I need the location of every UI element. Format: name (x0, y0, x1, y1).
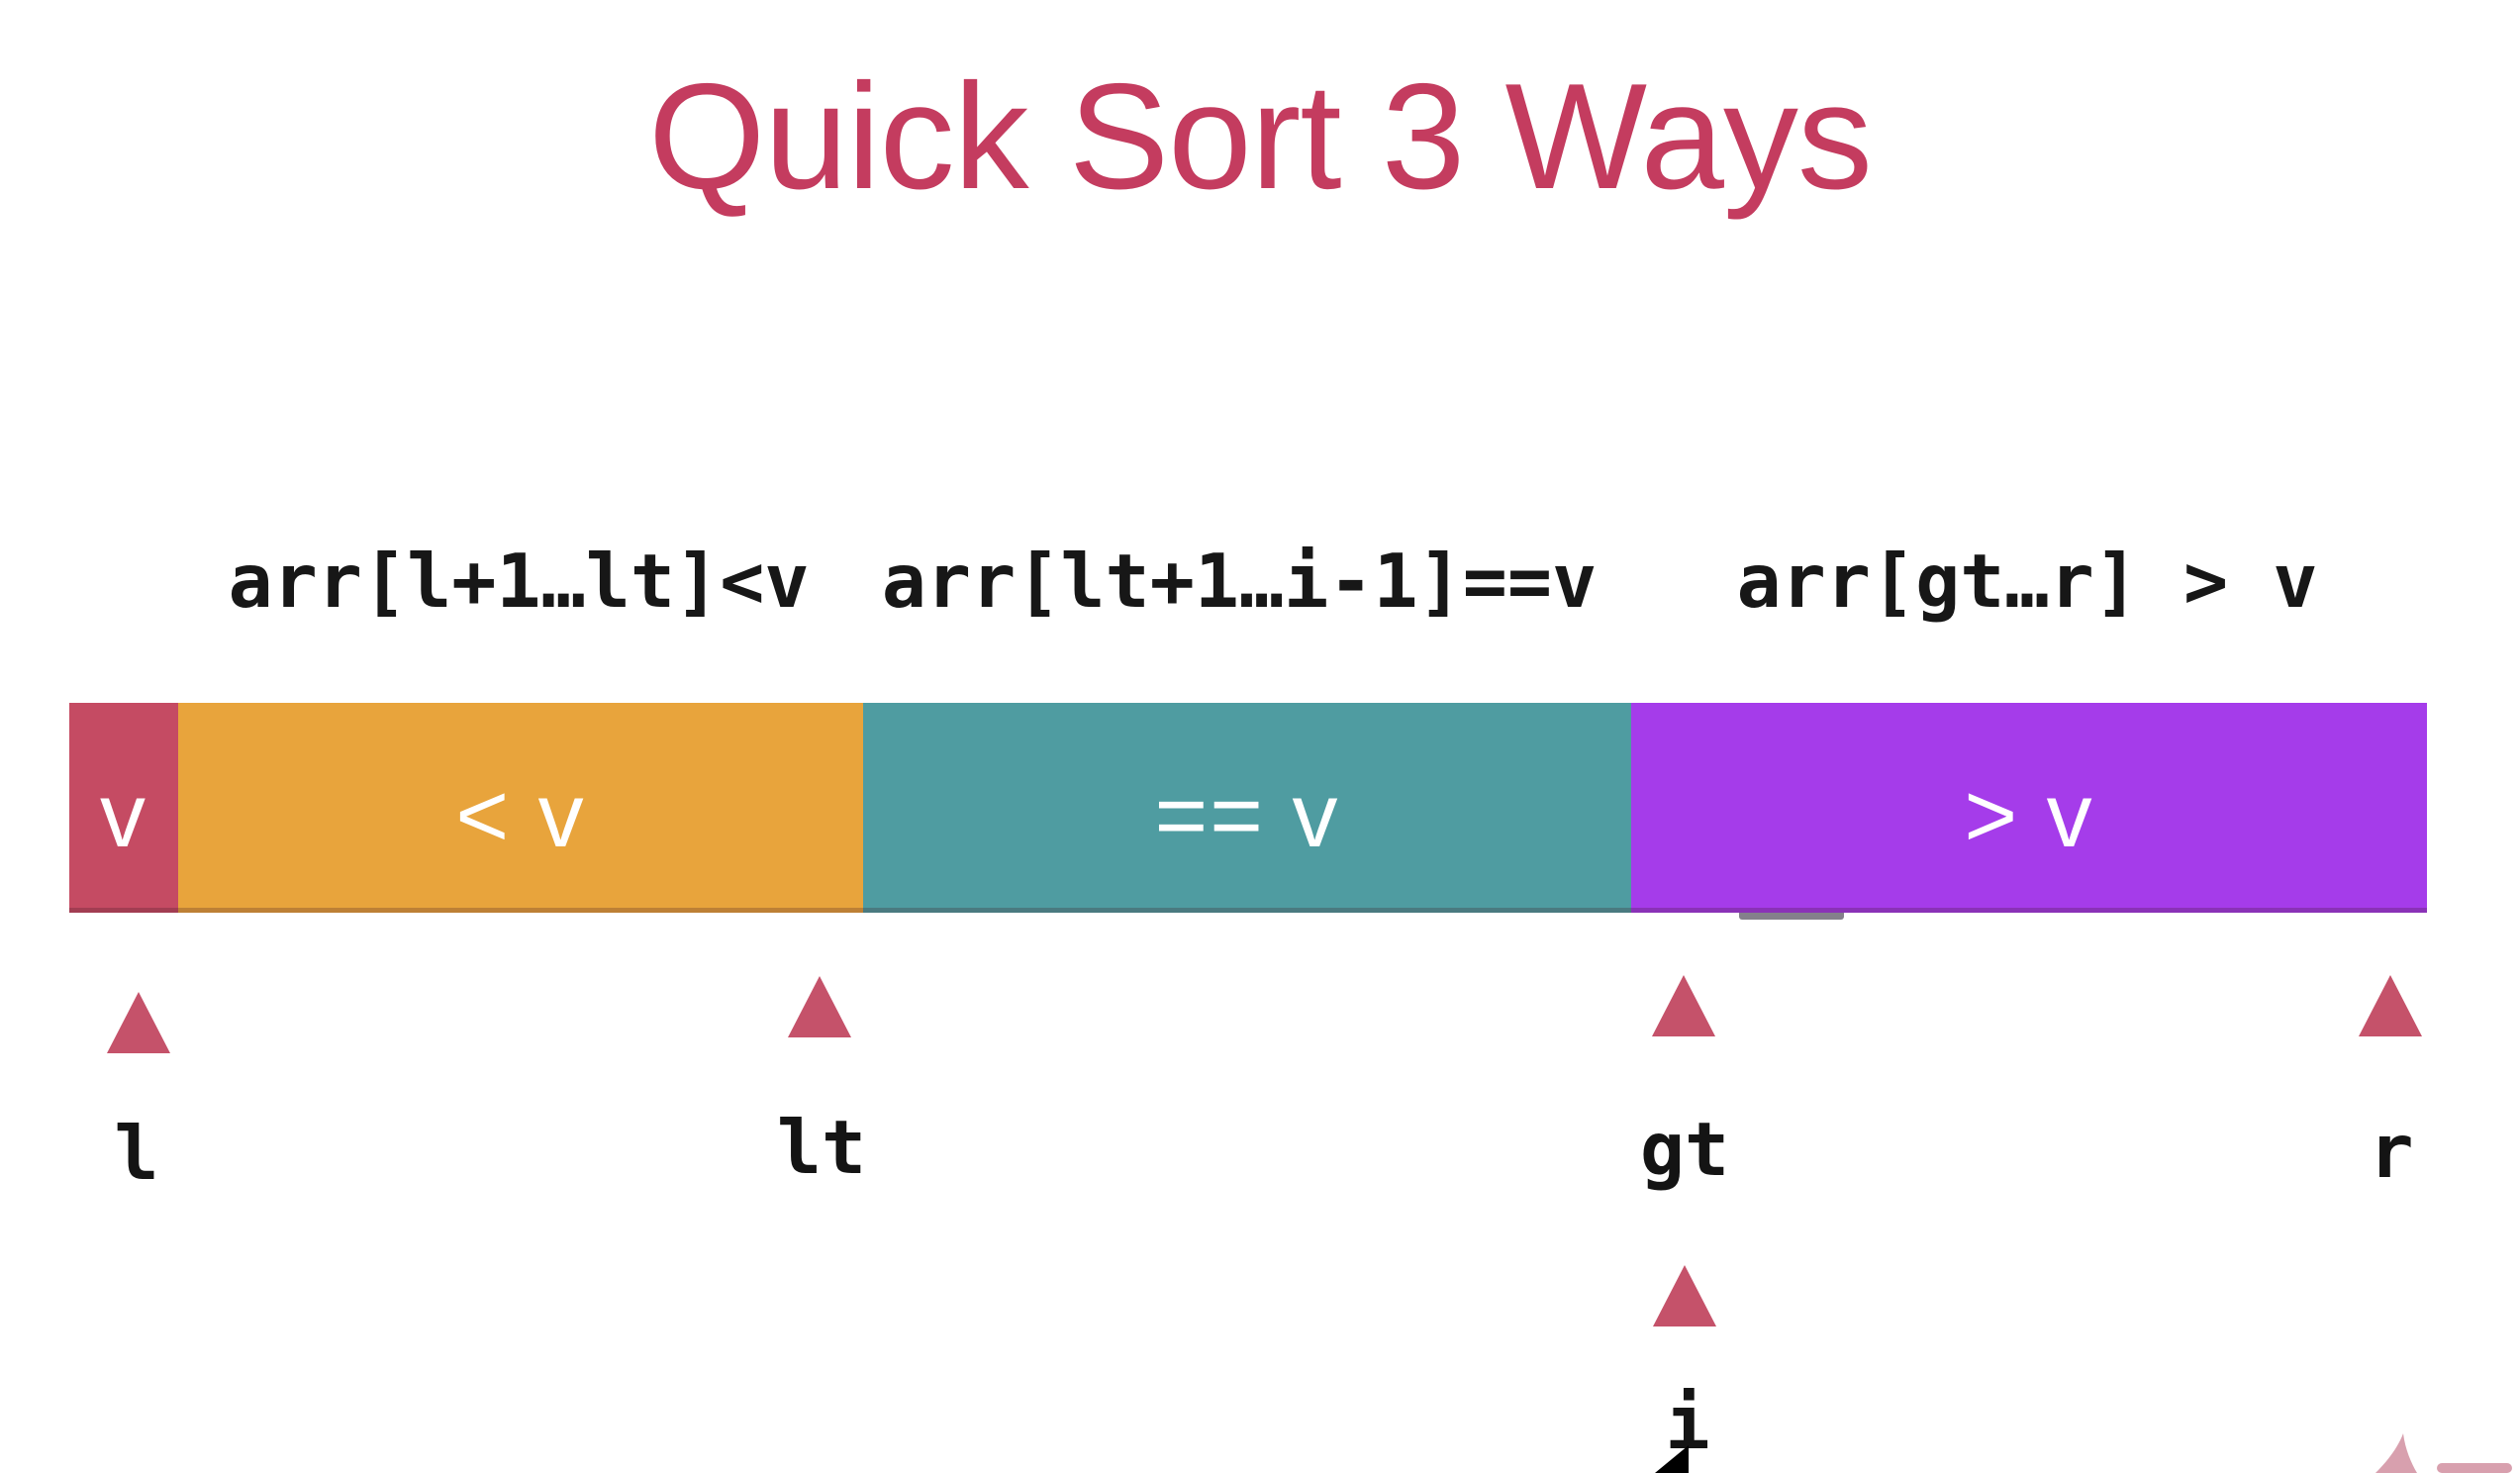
segment-pivot: v (69, 703, 178, 913)
r-pointer-label: r (2369, 1108, 2414, 1195)
l-pointer-label: l (114, 1110, 159, 1197)
lt-pointer-label: lt (776, 1104, 867, 1191)
segment-equal-to-label: == v (1154, 765, 1340, 866)
clipped-corner-shapes-icon (2375, 1433, 2512, 1473)
segment-equal-to: == v (863, 703, 1631, 913)
partition-bar: v < v == v > v (69, 703, 2427, 913)
gt-pointer-label: gt (1639, 1106, 1730, 1193)
page-title: Quick Sort 3 Ways (648, 52, 1873, 221)
l-pointer-arrow-icon (107, 992, 170, 1053)
annotation-equal-range: arr[lt+1…i-1]==v (881, 538, 1598, 625)
segment-less-than-label: < v (455, 765, 586, 866)
gt-pointer-arrow-icon (1652, 975, 1715, 1036)
lt-pointer-arrow-icon (788, 976, 851, 1037)
segment-pivot-label: v (100, 765, 147, 866)
segment-greater-than-label: > v (1964, 765, 2094, 866)
segment-greater-than: > v (1631, 703, 2427, 913)
segment-less-than: < v (178, 703, 863, 913)
annotation-greater-range: arr[gt…r] > v (1736, 538, 2318, 625)
r-pointer-arrow-icon (2359, 975, 2422, 1036)
annotation-less-range: arr[l+1…lt]<v (228, 538, 810, 625)
i-pointer-arrow-icon (1653, 1265, 1716, 1326)
mouse-cursor-icon (1655, 1445, 1689, 1473)
